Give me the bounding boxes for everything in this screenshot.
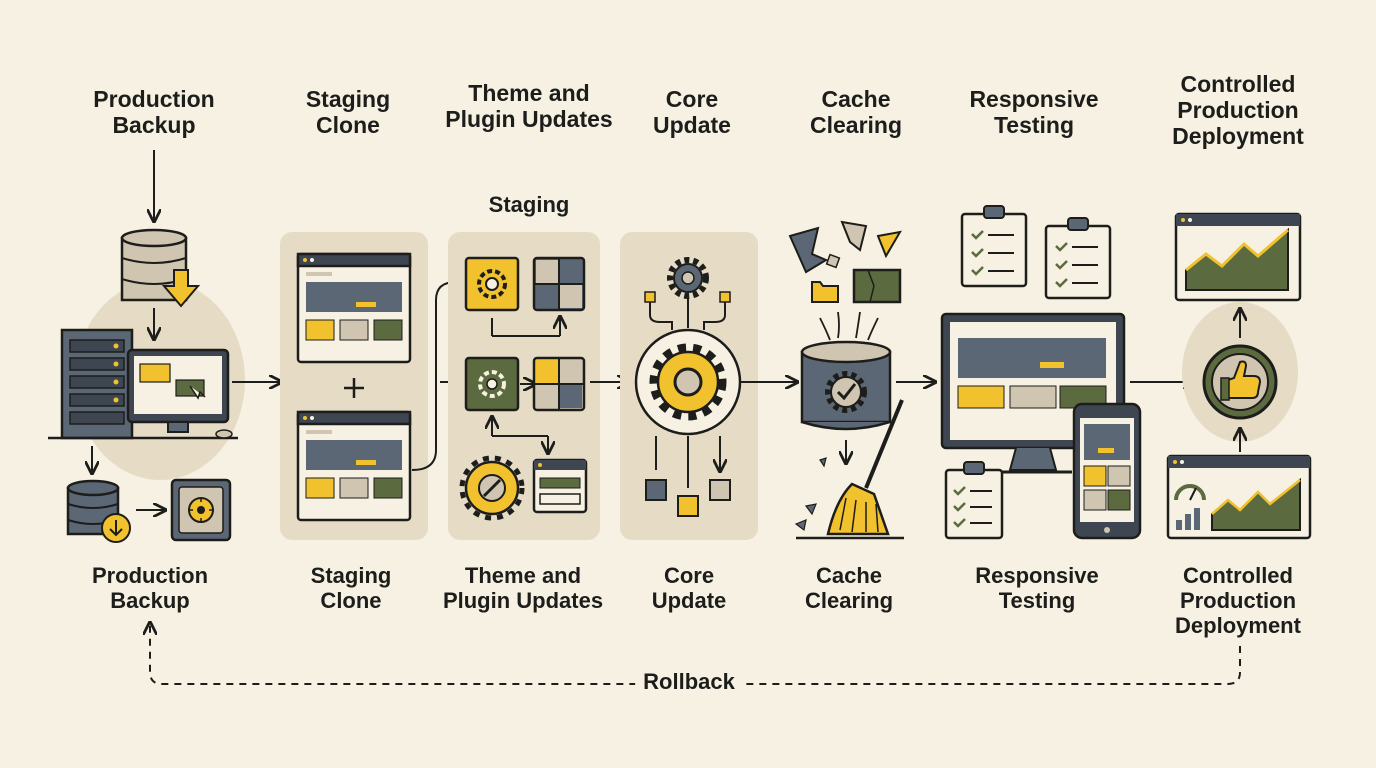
plugin-window-icon — [532, 458, 588, 514]
small-gear-icon — [667, 257, 709, 299]
deployment-group — [1166, 212, 1312, 540]
stage-title-production-backup-bottom: Production Backup — [91, 563, 209, 613]
folder-icon — [811, 281, 839, 303]
staging-clone-group — [280, 232, 428, 540]
browser-window-clone-icon — [296, 410, 412, 522]
core-update-group — [620, 232, 758, 540]
cache-clearing-group — [788, 220, 904, 540]
database-download-icon — [120, 228, 201, 308]
production-backup-group — [48, 150, 245, 543]
checklist-icon — [960, 205, 1028, 288]
stage-title-responsive-testing-top: Responsive Testing — [969, 86, 1099, 138]
growth-chart-window-icon — [1174, 212, 1302, 302]
plus-icon — [344, 378, 364, 398]
stage-title-theme-plugin-top: Theme and Plugin Updates — [445, 80, 613, 132]
stage-title-cache-clearing-bottom: Cache Clearing — [804, 563, 894, 613]
broom-icon — [826, 399, 904, 536]
stage-title-theme-plugin-bottom: Theme and Plugin Updates — [442, 563, 604, 613]
checklist-3-icon — [944, 461, 1004, 540]
browser-window-icon — [296, 252, 412, 364]
arrows-up-to-top-row — [491, 318, 560, 336]
dashboard-window-icon — [1166, 454, 1312, 540]
puzzle-tile-mid-icon — [532, 356, 586, 412]
cracked-image-icon — [852, 268, 902, 304]
smartphone-icon — [1072, 402, 1142, 540]
debris-icon — [788, 226, 829, 274]
vault-icon — [170, 478, 232, 542]
server-icon — [60, 328, 134, 440]
checklist-2-icon — [1044, 217, 1112, 300]
stage-title-responsive-testing-bottom: Responsive Testing — [975, 563, 1099, 613]
gear-wrench-icon — [459, 455, 525, 521]
responsive-testing-group — [940, 205, 1142, 540]
stage-title-deployment-bottom: Controlled Production Deployment — [1175, 563, 1301, 638]
puzzle-tile-icon — [532, 256, 586, 312]
database-restore-icon — [66, 479, 131, 543]
cache-cylinder-icon — [800, 340, 892, 431]
stage-title-production-backup-top: Production Backup — [93, 86, 215, 138]
stage-title-core-update-top: Core Update — [653, 86, 731, 138]
stage-title-cache-clearing-top: Cache Clearing — [809, 86, 903, 138]
staging-group-label: Staging — [488, 192, 570, 217]
rollback-label: Rollback — [635, 669, 743, 695]
stage-title-staging-clone-top: Staging Clone — [305, 86, 391, 138]
core-gear-icon — [649, 343, 727, 421]
theme-plugin-updates-group — [448, 232, 600, 540]
desktop-monitor-icon — [48, 348, 238, 440]
stage-title-staging-clone-bottom: Staging Clone — [310, 563, 392, 613]
gear-tile-icon — [464, 256, 520, 312]
gear-tile-mid-icon — [464, 356, 520, 412]
stage-title-core-update-bottom: Core Update — [651, 563, 727, 613]
desktop-display-icon — [940, 312, 1126, 474]
thumbs-up-icon — [1202, 344, 1278, 420]
stage-title-deployment-top: Controlled Production Deployment — [1172, 71, 1304, 149]
